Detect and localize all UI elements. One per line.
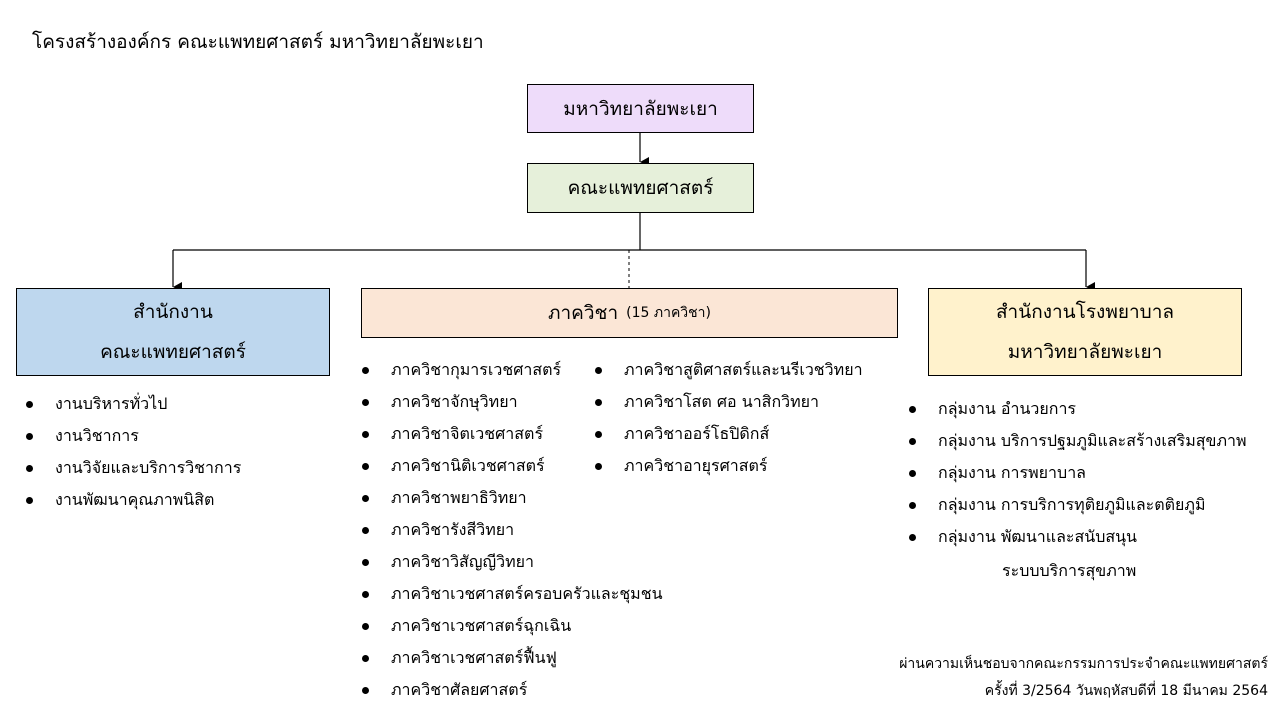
office-task-list: งานบริหารทั่วไป งานวิชาการ งานวิจัยและบร…: [25, 388, 241, 516]
list-item: ภาควิชาสูติศาสตร์และนรีเวชวิทยา: [594, 354, 863, 386]
list-item: ภาควิชากุมารเวชศาสตร์: [361, 354, 663, 386]
department-label: ภาควิชา: [547, 302, 619, 324]
list-item: ภาควิชาอายุรศาสตร์: [594, 450, 863, 482]
faculty-label: คณะแพทยศาสตร์: [567, 177, 714, 199]
hospital-group-list: กลุ่มงาน อำนวยการ กลุ่มงาน บริการปฐมภูมิ…: [908, 393, 1247, 553]
list-item: ภาควิชาเวชศาสตร์ครอบครัวและชุมชน: [361, 578, 663, 610]
list-item: งานวิจัยและบริการวิชาการ: [25, 452, 241, 484]
list-item: กลุ่มงาน การพยาบาล: [908, 457, 1247, 489]
list-item: ภาควิชาเวชศาสตร์ฟื้นฟู: [361, 642, 663, 674]
faculty-office-box: สำนักงาน คณะแพทยศาสตร์: [16, 288, 330, 376]
list-item: ภาควิชาจิตเวชศาสตร์: [361, 418, 663, 450]
approval-note-line2: ครั้งที่ 3/2564 วันพฤหัสบดีที่ 18 มีนาคม…: [984, 683, 1268, 699]
list-item: ภาควิชาวิสัญญีวิทยา: [361, 546, 663, 578]
list-item: กลุ่มงาน บริการปฐมภูมิและสร้างเสริมสุขภา…: [908, 425, 1247, 457]
office-title-line2: คณะแพทยศาสตร์: [100, 341, 246, 363]
hospital-group-continuation: ระบบบริการสุขภาพ: [1002, 561, 1137, 580]
list-item: ภาควิชานิติเวชศาสตร์: [361, 450, 663, 482]
department-list-col1: ภาควิชากุมารเวชศาสตร์ ภาควิชาจักษุวิทยา …: [361, 354, 663, 706]
approval-note-line1: ผ่านความเห็นชอบจากคณะกรรมการประจำคณะแพทย…: [899, 656, 1268, 672]
list-item: กลุ่มงาน อำนวยการ: [908, 393, 1247, 425]
department-list-col2: ภาควิชาสูติศาสตร์และนรีเวชวิทยา ภาควิชาโ…: [594, 354, 863, 482]
page-title: โครงสร้างองค์กร คณะแพทยศาสตร์ มหาวิทยาลั…: [32, 31, 484, 53]
hospital-title-line1: สำนักงานโรงพยาบาล: [995, 301, 1175, 323]
list-item: ภาควิชาเวชศาสตร์ฉุกเฉิน: [361, 610, 663, 642]
list-item: ภาควิชาพยาธิวิทยา: [361, 482, 663, 514]
office-title-line1: สำนักงาน: [133, 301, 213, 323]
list-item: ภาควิชาศัลยศาสตร์: [361, 674, 663, 706]
list-item: ภาควิชารังสีวิทยา: [361, 514, 663, 546]
department-count: (15 ภาควิชา): [626, 305, 711, 321]
department-box: ภาควิชา (15 ภาควิชา): [361, 288, 898, 338]
hospital-title-line2: มหาวิทยาลัยพะเยา: [1007, 341, 1163, 363]
list-item: งานบริหารทั่วไป: [25, 388, 241, 420]
university-label: มหาวิทยาลัยพะเยา: [563, 97, 718, 120]
list-item: ภาควิชาออร์โธปิดิกส์: [594, 418, 863, 450]
list-item: งานวิชาการ: [25, 420, 241, 452]
list-item: กลุ่มงาน การบริการทุติยภูมิและตติยภูมิ: [908, 489, 1247, 521]
approval-note: ผ่านความเห็นชอบจากคณะกรรมการประจำคณะแพทย…: [899, 651, 1268, 705]
list-item: ภาควิชาโสต ศอ นาสิกวิทยา: [594, 386, 863, 418]
hospital-office-box: สำนักงานโรงพยาบาล มหาวิทยาลัยพะเยา: [928, 288, 1242, 376]
list-item: ภาควิชาจักษุวิทยา: [361, 386, 663, 418]
list-item: งานพัฒนาคุณภาพนิสิต: [25, 484, 241, 516]
university-box: มหาวิทยาลัยพะเยา: [527, 84, 754, 133]
list-item: กลุ่มงาน พัฒนาและสนับสนุน: [908, 521, 1247, 553]
faculty-box: คณะแพทยศาสตร์: [527, 163, 754, 213]
